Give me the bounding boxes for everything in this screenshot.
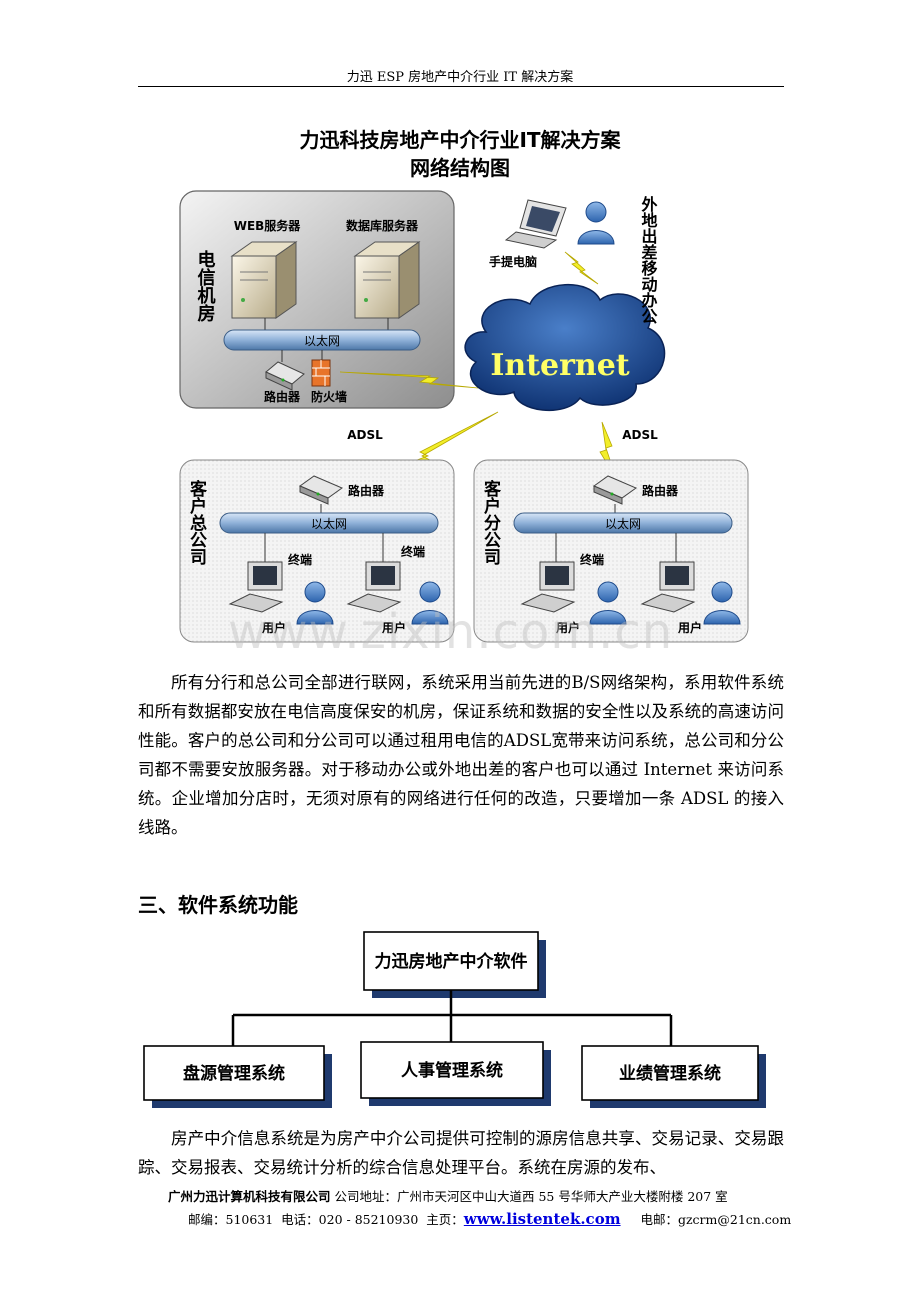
page-header: 力迅 ESP 房地产中介行业 IT 解决方案: [346, 70, 574, 85]
datacenter-router-icon: [265, 361, 305, 391]
branch-user1-label: 用户: [555, 620, 580, 635]
footer-homepage-link[interactable]: www.listentek.com: [463, 1210, 621, 1228]
diagram-title: 力迅科技房地产中介行业IT解决方案: [299, 128, 621, 152]
hq-ethernet-bus: [219, 512, 439, 534]
footer-address: 公司地址：广州市天河区中山大道西 55 号华师大产业大楼附楼 207 室: [334, 1189, 728, 1204]
datacenter-box: 电信机房 WEB服务器 数据库服务器 以太网: [179, 190, 455, 409]
org-child3-box: [581, 1045, 759, 1101]
firewall-label: 防火墙: [311, 389, 347, 404]
hq-terminal2-label: 终端: [401, 544, 425, 559]
hq-box: 客户总公司 路由器 以太网 终端 终端: [179, 459, 455, 643]
hq-label: 客户总公司: [186, 479, 208, 565]
footer-email: 电邮：gzcrm@21cn.com: [640, 1212, 792, 1227]
internet-label: Internet: [490, 348, 629, 383]
db-server-label: 数据库服务器: [346, 218, 419, 233]
hq-ethernet-label: 以太网: [311, 516, 347, 531]
branch-user2-icon: [703, 581, 741, 625]
branch-router-icon: [592, 475, 638, 505]
adsl-left-label: ADSL: [347, 428, 383, 442]
firewall-icon: [311, 359, 331, 387]
branch-user2-label: 用户: [677, 620, 702, 635]
watermark: www.zixin.com.cn: [228, 604, 674, 660]
branch-user1-icon: [589, 581, 627, 625]
branch-terminal1-label: 终端: [580, 552, 604, 567]
hq-user1-icon: [296, 581, 334, 625]
org-child1-box: [143, 1045, 325, 1101]
footer-homepage-label: 主页：: [426, 1212, 464, 1227]
hq-user1-label: 用户: [261, 620, 286, 635]
adsl-right-label: ADSL: [622, 428, 658, 442]
section-heading: 三、软件系统功能: [138, 893, 298, 917]
hq-router-label: 路由器: [348, 483, 385, 498]
branch-ethernet-label: 以太网: [605, 516, 641, 531]
web-server-label: WEB服务器: [234, 218, 302, 233]
db-server-icon: [353, 241, 421, 319]
org-child3-label: 业绩管理系统: [619, 1063, 721, 1084]
hq-terminal2-icon: [346, 561, 402, 613]
mobile-user-icon: [577, 201, 615, 245]
hq-router-icon: [298, 475, 344, 505]
org-chart: 力迅房地产中介软件 盘源管理系统 人事管理系统 业绩管理系统: [143, 931, 766, 1108]
branch-ethernet-bus: [513, 512, 733, 534]
mobile-office-label: 外地出差移动办公: [639, 195, 659, 324]
datacenter-router-label: 路由器: [264, 389, 301, 404]
web-server-icon: [230, 241, 298, 319]
lightning-mobile-icon: [564, 251, 599, 285]
branch-terminal1-icon: [520, 561, 576, 613]
paragraph-network: 所有分行和总公司全部进行联网，系统采用当前先进的B/S网络架构，系用软件系统和所…: [138, 673, 784, 837]
footer-line2: 邮编：510631 电话：020 - 85210930 主页：www.liste…: [188, 1209, 791, 1228]
mobile-office: 手提电脑 外地出差移动办公: [489, 195, 659, 324]
org-child2-box: [360, 1041, 544, 1099]
network-diagram: 电信机房 WEB服务器 数据库服务器 以太网: [179, 190, 749, 643]
footer-postcode: 邮编：510631: [188, 1212, 274, 1227]
hq-user2-label: 用户: [381, 620, 406, 635]
laptop-label: 手提电脑: [489, 254, 537, 269]
branch-box: 客户分公司 路由器 以太网 终端 用户: [473, 459, 749, 643]
branch-label: 客户分公司: [480, 479, 502, 565]
hq-terminal1-label: 终端: [288, 552, 312, 567]
footer-line1: 广州力迅计算机科技有限公司 公司地址：广州市天河区中山大道西 55 号华师大产业…: [168, 1186, 728, 1205]
datacenter-ethernet-label: 以太网: [304, 333, 340, 348]
org-root-label: 力迅房地产中介软件: [375, 951, 528, 972]
hq-user2-icon: [411, 581, 449, 625]
org-child2-label: 人事管理系统: [401, 1060, 503, 1081]
branch-router-label: 路由器: [642, 483, 679, 498]
laptop-icon: [504, 199, 567, 249]
org-root-box: [363, 931, 539, 991]
hq-terminal1-icon: [228, 561, 284, 613]
footer-phone: 电话：020 - 85210930: [281, 1212, 419, 1227]
diagram-subtitle: 网络结构图: [410, 156, 510, 180]
datacenter-label: 电信机房: [195, 249, 216, 322]
branch-terminal2-icon: [640, 561, 696, 613]
header-rule: [138, 86, 784, 87]
org-child1-label: 盘源管理系统: [183, 1063, 285, 1084]
paragraph-system: 房产中介信息系统是为房产中介公司提供可控制的源房信息共享、交易记录、交易跟踪、交…: [138, 1129, 784, 1177]
internet-cloud-icon: Internet: [464, 283, 666, 412]
footer-company: 广州力迅计算机科技有限公司: [168, 1189, 331, 1204]
